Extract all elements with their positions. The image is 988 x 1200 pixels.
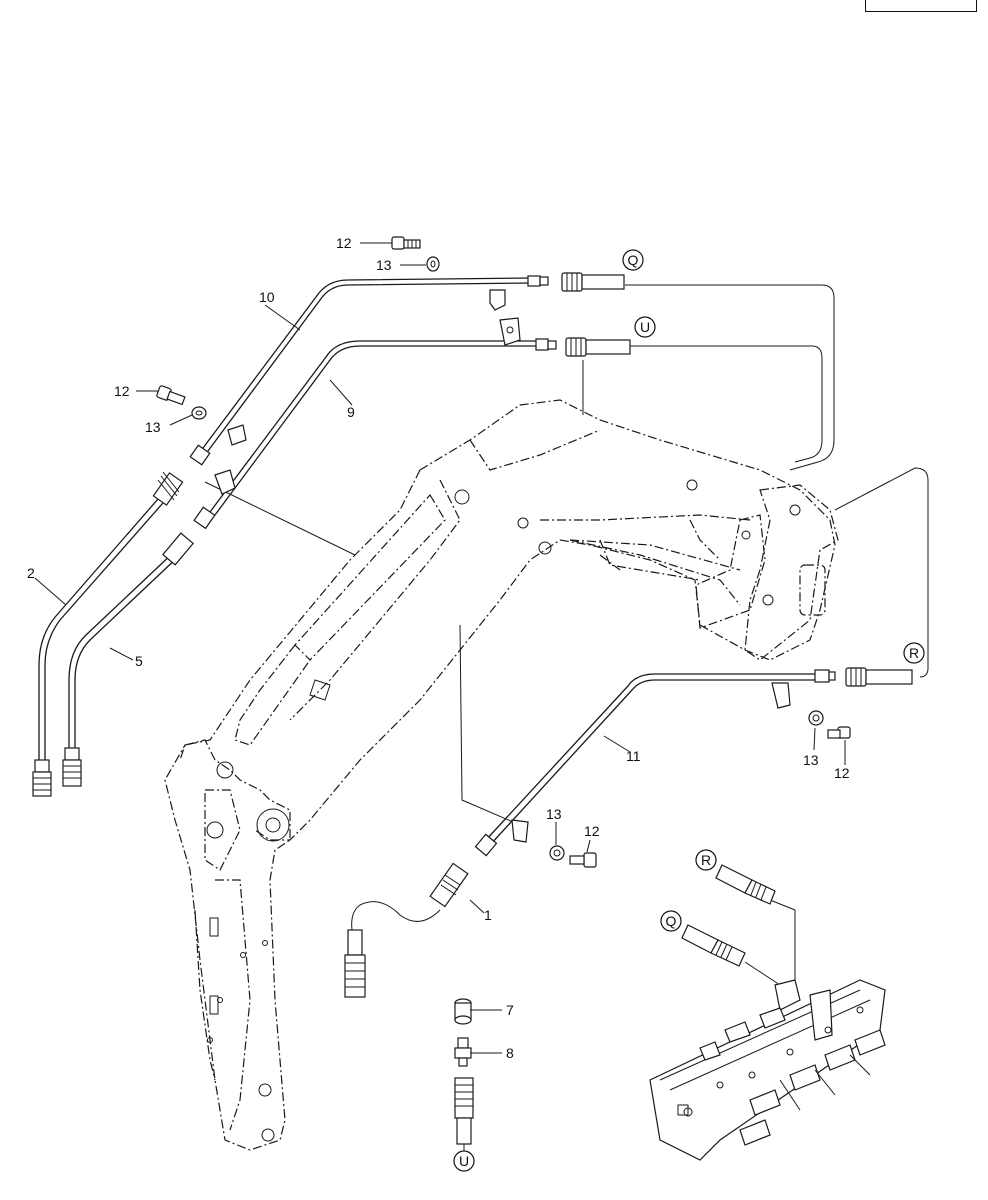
connector-u-label-bottom: U — [459, 1153, 469, 1169]
washer-13-bottom — [549, 845, 565, 861]
callout-13-right: 13 — [803, 752, 819, 768]
callout-12-left: 12 — [114, 383, 130, 399]
pipe-11 — [484, 673, 821, 846]
hose-5 — [68, 550, 181, 751]
connector-q-label-top: Q — [628, 252, 639, 268]
hose-5-fittings — [62, 532, 194, 787]
callout-13-bottom: 13 — [546, 806, 562, 822]
bolt-12-top — [391, 236, 421, 250]
control-valve-block — [649, 979, 886, 1161]
connector-r-label-right: R — [909, 645, 919, 661]
pipe-11-fittings — [474, 669, 836, 857]
coupler-q-valve — [681, 924, 746, 967]
washer-13-left — [191, 406, 207, 420]
coupler-q-top — [561, 272, 625, 292]
callout-5: 5 — [135, 653, 143, 669]
connector-marker-r-right: R — [903, 642, 925, 664]
connector-u-label-top: U — [640, 319, 650, 335]
bolt-12-bottom — [569, 852, 597, 868]
connector-r-label-valve: R — [701, 852, 711, 868]
washer-13-top — [426, 256, 440, 272]
callout-13-top: 13 — [376, 257, 392, 273]
hose-2 — [38, 490, 171, 761]
callout-7: 7 — [506, 1002, 514, 1018]
connector-marker-q-top: Q — [622, 249, 644, 271]
part-7-cap — [454, 998, 472, 1025]
part-8-plug — [454, 1037, 472, 1067]
callout-12-top: 12 — [336, 235, 352, 251]
pipe-10 — [199, 277, 531, 456]
callout-9: 9 — [347, 404, 355, 420]
boom-outline — [179, 399, 836, 841]
coupler-r-right — [845, 667, 913, 687]
callout-12-right: 12 — [834, 765, 850, 781]
callout-2: 2 — [27, 565, 35, 581]
boom-cylinder — [234, 489, 741, 746]
coupler-r-valve — [715, 864, 776, 905]
bolt-12-right — [827, 726, 851, 739]
pipe-9 — [209, 340, 541, 516]
callout-leaders — [34, 242, 846, 1152]
callout-10: 10 — [259, 289, 275, 305]
pipe-10-fittings — [189, 275, 549, 466]
pipe-9-fittings — [193, 338, 557, 530]
connector-marker-r-valve: R — [695, 849, 717, 871]
hose-2-fittings — [32, 471, 184, 797]
callout-12-bottom: 12 — [584, 823, 600, 839]
coupler-u-top — [565, 337, 631, 357]
boom-foot-bracket — [686, 479, 839, 661]
callout-1: 1 — [484, 907, 492, 923]
bolt-12-left — [156, 385, 186, 406]
coupler-u-bottom — [454, 1077, 474, 1145]
connector-marker-u-top: U — [634, 316, 656, 338]
callout-8: 8 — [506, 1045, 514, 1061]
callout-labels: 12 13 10 12 13 9 2 5 11 13 12 13 12 1 7 … — [27, 235, 850, 1061]
arm-outline — [164, 679, 331, 1151]
washer-13-right — [808, 710, 824, 726]
connector-q-label-valve: Q — [666, 913, 677, 929]
hose-1 — [344, 862, 469, 998]
connector-marker-q-valve: Q — [660, 910, 682, 932]
connector-marker-u-bottom: U — [453, 1150, 475, 1172]
connector-lines — [204, 284, 929, 986]
callout-11: 11 — [626, 748, 641, 764]
corner-box — [865, 0, 977, 12]
callout-13-left: 13 — [145, 419, 161, 435]
